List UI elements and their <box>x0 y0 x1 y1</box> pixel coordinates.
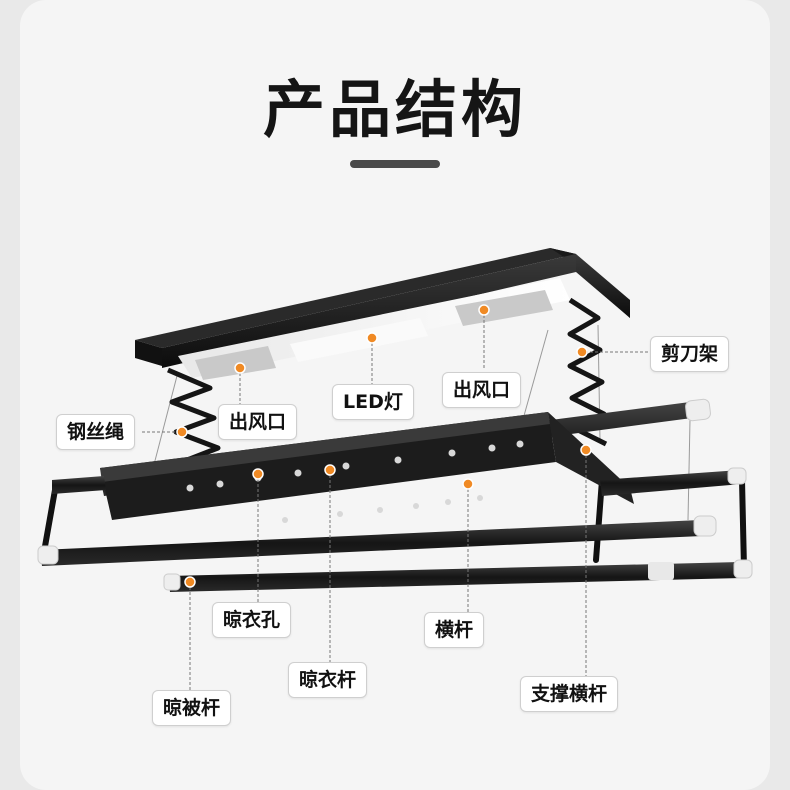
label-steel-wire-rope: 钢丝绳 <box>56 414 136 450</box>
label-cross-bar: 横杆 <box>424 612 485 648</box>
label-hanger-holes: 晾衣孔 <box>212 602 292 638</box>
page-title: 产品结构 <box>262 73 527 146</box>
label-scissor-frame: 剪刀架 <box>650 336 730 372</box>
ceiling-unit <box>135 248 630 380</box>
dot-quilt-rod <box>184 576 196 588</box>
led-panel <box>290 318 428 362</box>
label-led-light: LED灯 <box>332 384 414 420</box>
label-support-cross-bar: 支撑横杆 <box>520 676 619 712</box>
dot-scissor-frame <box>576 346 588 358</box>
dot-hanger-rod <box>324 464 336 476</box>
lower-rod-shape <box>163 559 753 592</box>
vent-grille-right <box>455 290 553 326</box>
label-quilt-rod: 晾被杆 <box>152 690 232 726</box>
connector-lines <box>140 310 650 690</box>
quilt-rod-shape <box>37 476 717 566</box>
label-hanger-rod: 晾衣杆 <box>288 662 368 698</box>
dot-hanger-holes <box>252 468 264 480</box>
rear-rod-right <box>600 467 747 496</box>
dot-support-cross-bar <box>580 444 592 456</box>
title-underline <box>350 160 440 168</box>
label-air-outlet-left: 出风口 <box>218 404 298 440</box>
accent-dots <box>176 304 592 588</box>
dot-air-outlet-right <box>478 304 490 316</box>
dot-air-outlet-left <box>234 362 246 374</box>
dot-cross-bar <box>462 478 474 490</box>
dot-steel-wire-rope <box>176 426 188 438</box>
dot-led-light <box>366 332 378 344</box>
label-air-outlet-right: 出风口 <box>442 372 522 408</box>
hanger-holes <box>186 440 524 523</box>
vent-grille-left <box>195 346 276 380</box>
